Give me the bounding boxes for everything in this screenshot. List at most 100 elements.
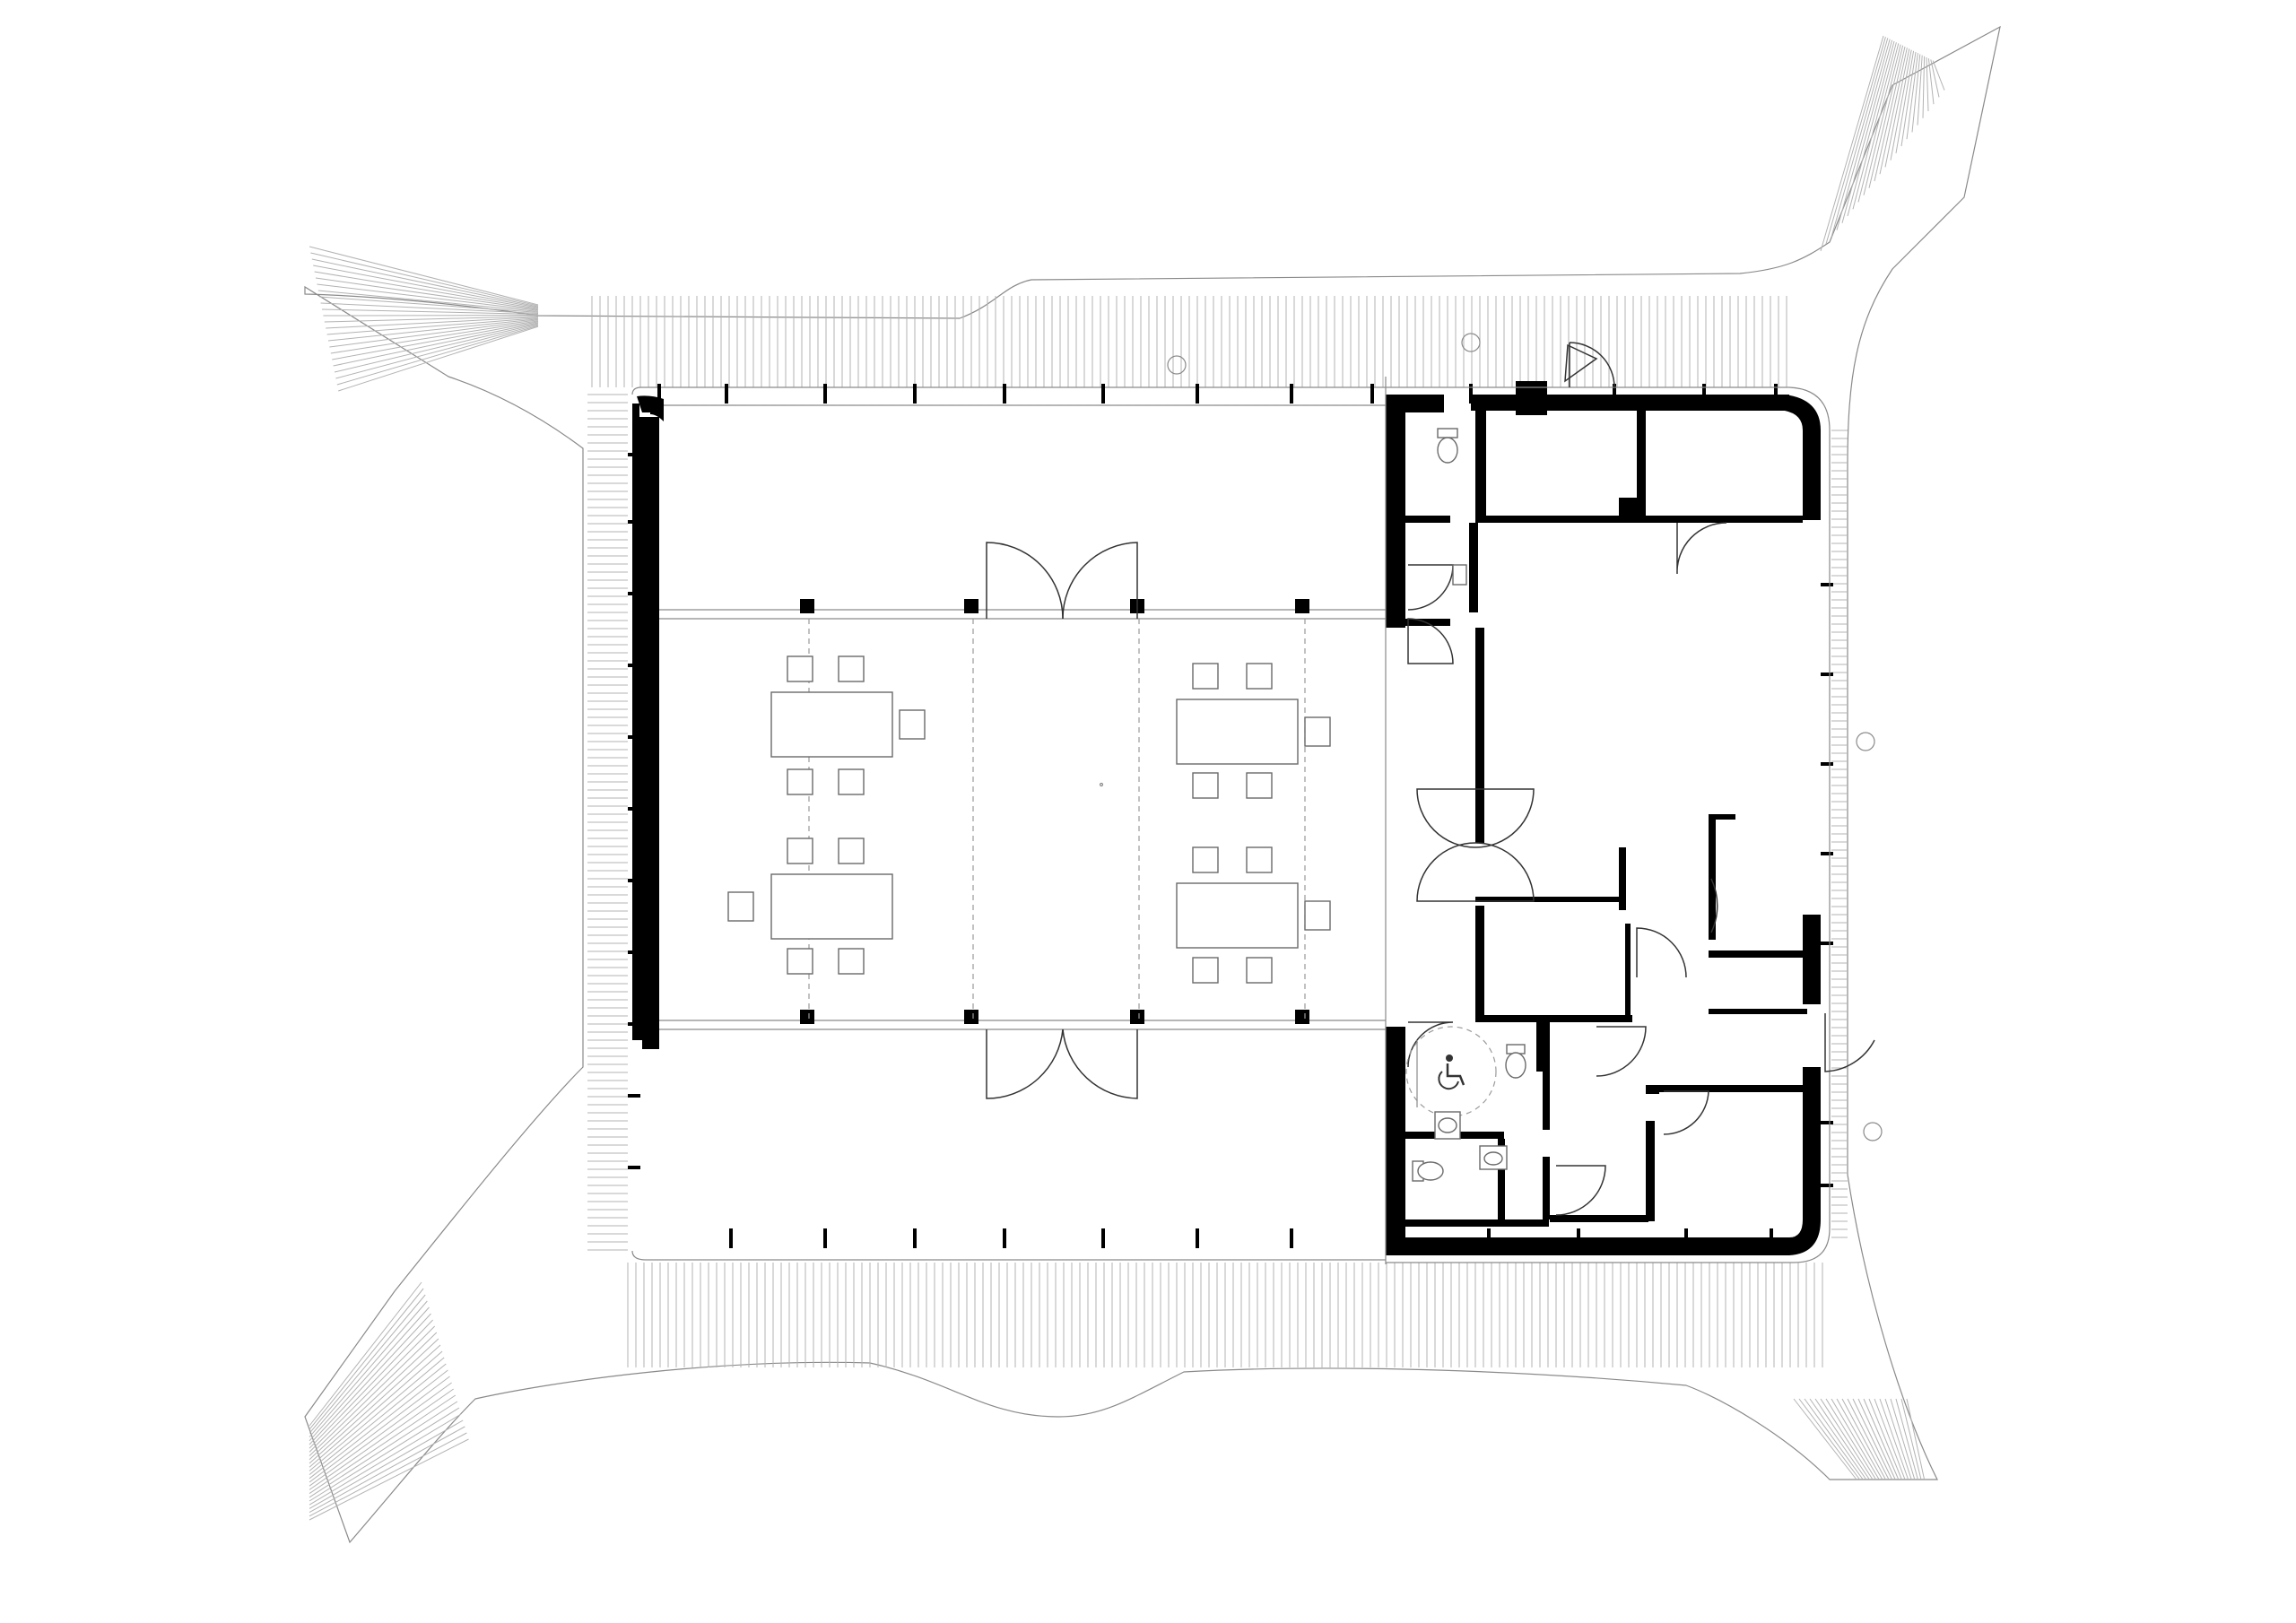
deck-plank	[1825, 1398, 1877, 1480]
railing-post	[1821, 852, 1833, 855]
deck-plank	[309, 1338, 439, 1461]
deck-plank	[309, 246, 539, 306]
deck-plank	[338, 325, 539, 392]
deck-plank	[1825, 37, 1886, 245]
column	[800, 599, 814, 613]
railing-post	[1469, 384, 1473, 404]
railing-post	[628, 664, 640, 667]
railing-post	[1821, 673, 1833, 676]
deck-plank	[1857, 43, 1900, 203]
railing-post	[628, 520, 640, 524]
deck-plank	[1890, 49, 1912, 161]
railing-post	[725, 384, 728, 404]
bay-lines	[808, 619, 1306, 1020]
deck-plank	[309, 1388, 454, 1490]
deck-plank	[317, 290, 539, 312]
deck-plank	[309, 1281, 422, 1427]
deck-plank	[1809, 1398, 1867, 1480]
deck-plank	[1930, 59, 1940, 98]
column	[1130, 1010, 1144, 1024]
deck-plank	[324, 316, 539, 323]
deck-plank	[1820, 35, 1884, 252]
deck-hatching	[309, 35, 1945, 1521]
railing-post	[1821, 583, 1833, 586]
deck-plank	[1900, 1398, 1922, 1480]
deck-plank	[1927, 58, 1935, 105]
railing-post	[1101, 1228, 1105, 1248]
railing-post	[628, 453, 640, 456]
railing-post	[1196, 384, 1199, 404]
deck-plank	[310, 252, 539, 307]
deck-plank	[1831, 38, 1889, 238]
deck-plank	[309, 1369, 448, 1480]
deck-plank	[1900, 51, 1917, 147]
railing-post	[628, 807, 640, 811]
service-block	[1386, 381, 1821, 1255]
deck-plank	[321, 308, 539, 315]
deck-plank	[334, 323, 539, 373]
deck-plank	[309, 1413, 462, 1506]
railing-post	[1774, 384, 1778, 404]
wheelchair-icon	[1438, 1055, 1465, 1090]
deck-plank	[1847, 1398, 1890, 1480]
deck-plank	[1879, 48, 1908, 175]
deck-plank	[1804, 1398, 1864, 1480]
deck-plank	[309, 1401, 458, 1498]
railing-post	[628, 592, 640, 595]
deck-plank	[1874, 1398, 1906, 1480]
deck-plank	[309, 1332, 438, 1456]
deck-plank	[1922, 56, 1926, 118]
deck-plank	[319, 296, 539, 313]
deck-plank	[309, 1350, 443, 1468]
deck-plank	[332, 321, 539, 360]
deck-plank	[309, 1438, 469, 1521]
deck-plank	[336, 325, 539, 386]
deck-plank	[1874, 46, 1906, 182]
deck-plank	[1879, 1398, 1909, 1480]
deck-plank	[329, 319, 539, 348]
railing-post	[1613, 384, 1616, 404]
columns	[800, 599, 1309, 1024]
deck-plank	[1906, 1398, 1926, 1480]
deck-plank	[1868, 1398, 1902, 1480]
deck-plank	[309, 1294, 426, 1434]
hall-envelope	[631, 386, 1386, 1261]
railing-post	[1821, 942, 1833, 945]
deck-plank	[1863, 1398, 1900, 1480]
deck-plank	[333, 322, 539, 367]
deck-plank	[1932, 60, 1945, 91]
deck-plank	[309, 1382, 452, 1487]
deck-plank	[1917, 55, 1923, 126]
hall-doors	[986, 542, 1138, 1099]
railing-post	[1003, 1228, 1006, 1248]
railing-post	[1290, 384, 1293, 404]
railing-post	[628, 879, 640, 882]
deck-plank	[1852, 1398, 1893, 1480]
railing-post	[1101, 384, 1105, 404]
deck-plank	[326, 317, 539, 329]
deck-plank	[309, 1419, 464, 1509]
deck-plank	[309, 1357, 445, 1471]
service-cladding	[1385, 377, 1831, 1264]
site-markers	[1099, 333, 1883, 1141]
deck-plank	[1836, 1398, 1883, 1480]
deck-plank	[314, 271, 539, 309]
railing-post	[1196, 1228, 1199, 1248]
railing-post	[1003, 384, 1006, 404]
deck-plank	[1895, 50, 1915, 153]
deck-plank	[1911, 54, 1921, 133]
deck-plank	[1793, 1398, 1857, 1480]
deck-plank	[309, 1325, 436, 1453]
deck-plank	[309, 1407, 460, 1502]
deck-plank	[1820, 1398, 1874, 1480]
railing-post	[1370, 384, 1374, 404]
table-3	[1176, 663, 1331, 799]
railing-post	[628, 1166, 640, 1169]
railing-post	[823, 1228, 827, 1248]
deck-plank	[1836, 39, 1891, 230]
railing-post	[628, 950, 640, 954]
deck-plank	[1841, 1398, 1886, 1480]
table-2	[727, 838, 893, 975]
railing-post	[1702, 384, 1706, 404]
railing-post	[1821, 1121, 1833, 1124]
